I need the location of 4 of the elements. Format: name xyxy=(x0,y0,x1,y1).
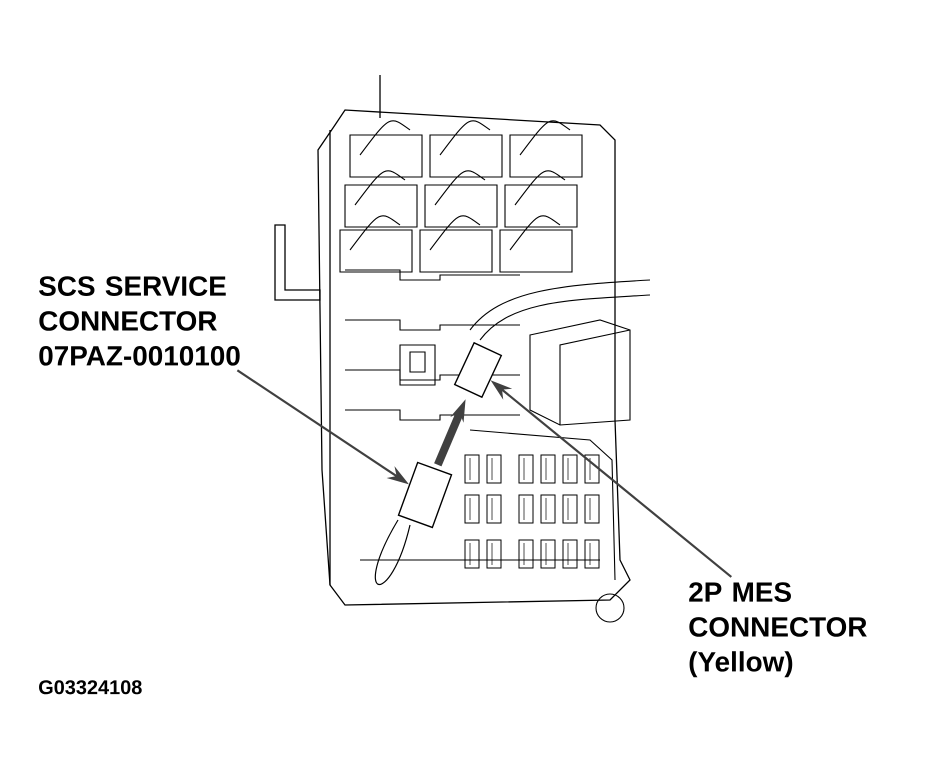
callout-label: SCS SERVICE CONNECTOR 07PAZ-0010100 xyxy=(39,276,240,366)
callout-label: 2P MES CONNECTOR (Yellow) xyxy=(689,582,867,678)
figure-code: G03324108 xyxy=(39,680,142,694)
service-connector-plug xyxy=(374,462,452,585)
